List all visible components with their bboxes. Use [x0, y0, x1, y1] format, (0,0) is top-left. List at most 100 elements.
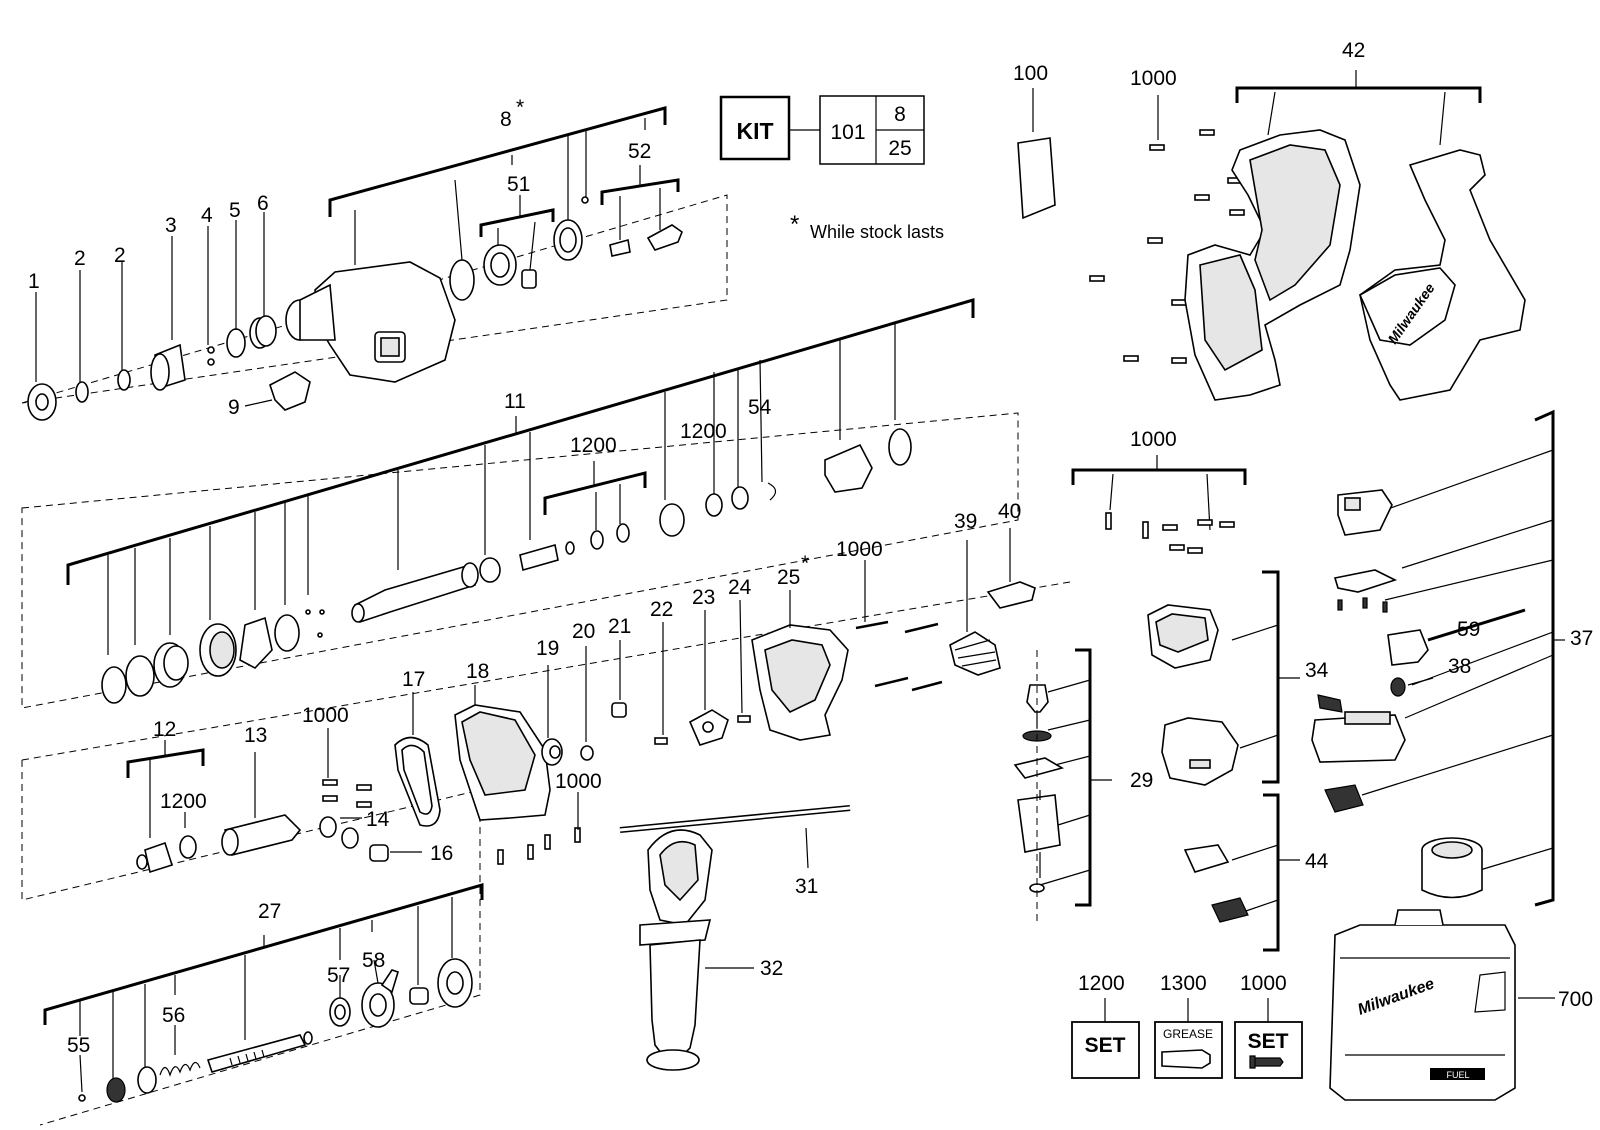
part-17-belt	[394, 692, 441, 827]
kit-number: 101	[830, 121, 865, 144]
label-1000d: 1000	[1130, 67, 1177, 90]
label-58: 58	[362, 949, 385, 972]
part-27-collar	[137, 1066, 157, 1094]
part-44-cap-b	[1211, 897, 1249, 923]
label-57: 57	[327, 964, 350, 987]
screw-icon	[1249, 1055, 1284, 1069]
label-8-asterisk: *	[516, 96, 524, 119]
part-8-screw	[581, 196, 589, 204]
part-37-switch	[1337, 489, 1393, 536]
case-badge: FUEL	[1446, 1070, 1469, 1080]
part-40-switch	[986, 528, 1036, 609]
part-20-washer	[577, 646, 594, 830]
kit-box: KIT 101 8 25	[719, 95, 925, 165]
legend-set-1200: SET	[1071, 998, 1140, 1079]
part-100-label	[1017, 88, 1056, 220]
part-37-lens	[1333, 569, 1398, 593]
part-57-bearing	[329, 975, 351, 1027]
part-52-spring	[609, 238, 631, 257]
part-27-nut	[106, 1077, 126, 1103]
label-11: 11	[504, 390, 526, 413]
label-31: 31	[795, 875, 818, 898]
label-27: 27	[258, 900, 281, 923]
label-19: 19	[536, 637, 559, 660]
bracket-1200-a	[543, 461, 647, 530]
label-42: 42	[1342, 39, 1365, 62]
leaders-11	[107, 323, 896, 655]
label-25-asterisk: *	[801, 552, 809, 575]
part-37-screws	[1337, 597, 1388, 613]
part-37-stator	[1421, 837, 1483, 899]
part-19-bearing	[541, 665, 563, 766]
label-1300: 1300	[1160, 972, 1207, 995]
kit-label: KIT	[736, 118, 773, 144]
label-21: 21	[608, 615, 631, 638]
part-56-spring	[159, 1025, 201, 1077]
part-39-grip	[949, 540, 1001, 676]
grease-tube-icon	[1161, 1049, 1211, 1069]
label-37: 37	[1570, 627, 1593, 650]
label-100: 100	[1013, 62, 1048, 85]
leaders-37	[1361, 449, 1554, 871]
label-40: 40	[998, 500, 1021, 523]
label-2a: 2	[74, 247, 86, 270]
part-4-balls	[207, 346, 215, 366]
bracket-51	[479, 195, 555, 271]
part-8-seal	[553, 219, 583, 261]
bracket-34	[1231, 570, 1300, 784]
part-700-carry-case: Milwaukee FUEL	[1329, 909, 1555, 1101]
leaders-nose	[35, 212, 273, 407]
label-1200d: 1200	[1078, 972, 1125, 995]
group-outline-lower	[21, 581, 1071, 1126]
leaders-29	[1039, 679, 1091, 886]
part-14-washers	[319, 816, 362, 849]
label-9: 9	[228, 396, 240, 419]
note-text: While stock lasts	[810, 222, 944, 242]
bracket-12	[126, 740, 205, 838]
part-13-tube	[221, 752, 302, 856]
part-6-spring	[249, 315, 277, 349]
label-17: 17	[402, 668, 425, 691]
part-16-bush	[369, 844, 422, 862]
part-5-washer	[226, 328, 246, 358]
label-22: 22	[650, 598, 673, 621]
label-1000c: 1000	[836, 538, 883, 561]
group-outline-11	[21, 412, 1019, 709]
label-1200c: 1200	[160, 790, 207, 813]
bracket-44	[1231, 793, 1300, 952]
label-32: 32	[760, 957, 783, 980]
part-27-gear	[437, 958, 473, 1008]
part-27-bush	[409, 987, 429, 1005]
label-4: 4	[201, 204, 213, 227]
part-1000-mid-screws	[1105, 512, 1235, 554]
part-25-rear-housing	[751, 590, 849, 741]
part-34-top	[1147, 604, 1219, 669]
label-12: 12	[153, 718, 176, 741]
part-44-cap-a	[1183, 844, 1230, 873]
label-1000e: 1000	[1130, 428, 1177, 451]
legend-set-1000: SET	[1234, 998, 1303, 1079]
part-42-left-housing	[1184, 129, 1361, 401]
part-32-side-handle	[639, 829, 754, 1071]
label-38: 38	[1448, 655, 1471, 678]
label-55: 55	[67, 1034, 90, 1057]
label-39: 39	[954, 510, 977, 533]
label-1200a: 1200	[570, 434, 617, 457]
note-asterisk: *	[790, 211, 799, 238]
part-18-motor-housing	[454, 685, 551, 821]
part-24-screw	[737, 599, 751, 723]
label-56: 56	[162, 1004, 185, 1027]
part-51-bush	[521, 269, 537, 289]
bracket-42	[1235, 70, 1482, 146]
part-18-screws	[497, 827, 581, 865]
label-1000f: 1000	[1240, 972, 1287, 995]
part-22-screw	[654, 622, 668, 745]
label-20: 20	[572, 620, 595, 643]
bracket-37	[1534, 409, 1565, 907]
label-51: 51	[507, 173, 530, 196]
label-23: 23	[692, 586, 715, 609]
part-37-controller	[1311, 694, 1406, 763]
part-34-bottom	[1161, 717, 1239, 786]
part-37-pad	[1324, 784, 1364, 813]
label-18: 18	[466, 660, 489, 683]
